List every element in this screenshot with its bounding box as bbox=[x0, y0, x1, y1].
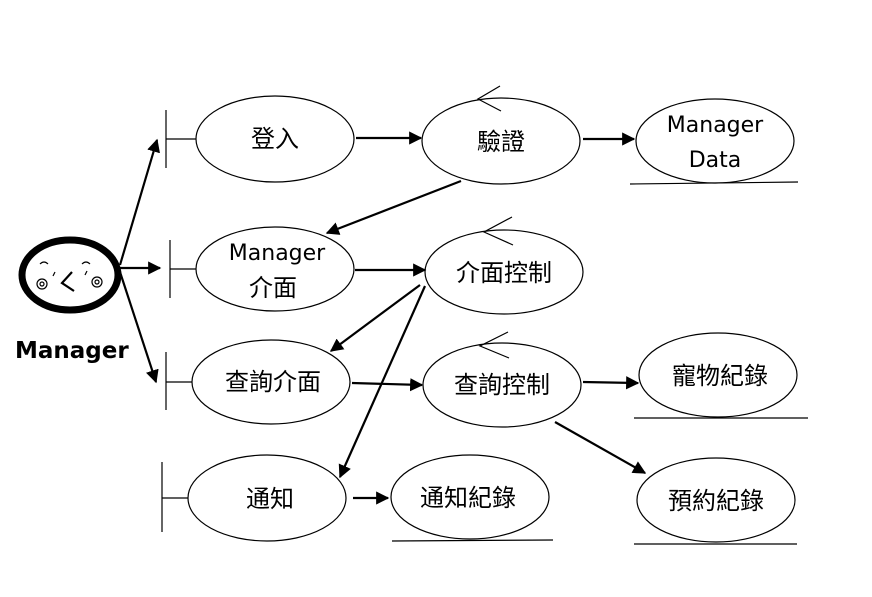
entity-manager-data-label-2: Data bbox=[689, 148, 742, 173]
entity-pet-record: 寵物紀錄 bbox=[634, 332, 808, 419]
arrow-ui-control-to-notify bbox=[338, 285, 427, 479]
boundary-manager-ui: Manager 介面 bbox=[169, 226, 355, 312]
control-query: 查詢控制 bbox=[422, 331, 582, 428]
arrow-ui-control-to-query-ui bbox=[329, 284, 421, 352]
arrow-verify-to-manager-ui bbox=[325, 179, 462, 235]
control-ui-label: 介面控制 bbox=[456, 259, 552, 287]
arrow-actor-to-query-ui bbox=[118, 271, 159, 384]
arrow-query-control-to-pet-record bbox=[582, 376, 640, 390]
entity-manager-data: Manager Data bbox=[629, 98, 799, 185]
arrow-actor-to-login bbox=[118, 138, 160, 266]
entity-pet-record-label: 寵物紀錄 bbox=[672, 362, 768, 390]
boundary-manager-ui-label-1: Manager bbox=[229, 241, 326, 266]
boundary-login: 登入 bbox=[165, 95, 355, 183]
face-features bbox=[36, 261, 103, 292]
boundary-notify: 通知 bbox=[161, 454, 347, 542]
boundary-login-label: 登入 bbox=[251, 125, 299, 153]
entity-manager-data-label-1: Manager bbox=[667, 113, 764, 138]
entity-notify-record: 通知紀錄 bbox=[390, 454, 554, 542]
manager-actor: Manager bbox=[15, 236, 129, 364]
control-ui: 介面控制 bbox=[424, 216, 584, 315]
entity-booking-record: 預約紀錄 bbox=[634, 457, 797, 545]
control-verify-label: 驗證 bbox=[477, 128, 525, 156]
control-query-label: 查詢控制 bbox=[454, 371, 550, 399]
boundary-query-ui-label: 查詢介面 bbox=[225, 368, 321, 396]
entity-booking-record-label: 預約紀錄 bbox=[668, 487, 764, 515]
boundary-query-ui: 查詢介面 bbox=[165, 339, 351, 425]
arrow-query-ui-to-query-control bbox=[351, 378, 424, 392]
boundary-manager-ui-label-2: 介面 bbox=[249, 274, 297, 302]
control-verify: 驗證 bbox=[421, 85, 581, 185]
boundary-notify-label: 通知 bbox=[246, 485, 294, 513]
entity-notify-record-label: 通知紀錄 bbox=[420, 484, 516, 512]
arrow-query-control-to-booking-record bbox=[554, 421, 647, 474]
actor-label: Manager bbox=[15, 338, 129, 364]
